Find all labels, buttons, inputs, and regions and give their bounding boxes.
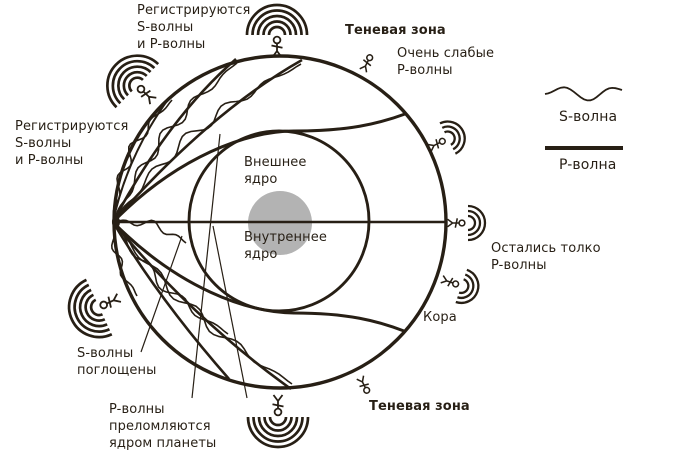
seismograph-station-icon (439, 268, 485, 309)
label-registered-sp-top: Регистрируются S-волны и P-волны (137, 3, 251, 52)
legend-p-wave-label: P-волна (559, 157, 617, 173)
label-very-weak-p: Очень слабые P-волны (397, 46, 495, 78)
p-wave-graze-core-bottom (111, 220, 405, 333)
label-shadow-zone-top: Теневая зона (345, 23, 446, 38)
leader-line-p-refracted (191, 133, 221, 399)
s-wave-path (110, 221, 138, 297)
shadow-zone-person-icon (358, 52, 376, 74)
earthquake-source (112, 216, 120, 228)
shadow-zone-person-icon (355, 374, 373, 396)
legend-s-wave-line (544, 86, 623, 102)
p-wave-graze-core-top (111, 112, 406, 224)
label-inner-core: Внутреннее ядро (244, 230, 327, 262)
label-only-p-waves: Остались толко P-волны (491, 241, 601, 273)
label-crust: Кора (423, 310, 457, 325)
seismograph-station-icon (246, 394, 310, 449)
label-outer-core: Внешнее ядро (244, 155, 307, 187)
label-p-refracted: P-волны преломляются ядром планеты (109, 402, 217, 451)
person-icon (439, 274, 461, 291)
person-icon (446, 217, 466, 229)
leader-line-s-absorbed (140, 235, 183, 353)
p-wave-path (112, 58, 303, 223)
p-wave-path (111, 221, 292, 391)
s-wave-path (112, 62, 238, 223)
legend-s-wave-label: S-волна (559, 109, 618, 125)
p-wave-path (111, 58, 237, 223)
p-wave-paths (111, 58, 446, 391)
person-icon (133, 81, 158, 106)
label-s-absorbed: S-волны поглощены (77, 346, 157, 378)
person-icon (271, 394, 285, 417)
seismograph-station-icon (245, 3, 309, 58)
seismograph-station-icon (446, 204, 487, 242)
seismograph-station-icon (57, 278, 123, 349)
p-wave-path (111, 221, 230, 380)
leader-line-p-refracted (212, 225, 248, 399)
seismograph-station-icon (426, 114, 472, 155)
person-icon (270, 35, 284, 58)
p-wave-path (112, 97, 170, 223)
leader-lines (140, 133, 248, 399)
label-registered-sp-left: Регистрируются S-волны и P-волны (15, 119, 129, 168)
person-icon (97, 291, 123, 313)
label-shadow-zone-bottom: Теневая зона (369, 399, 470, 414)
